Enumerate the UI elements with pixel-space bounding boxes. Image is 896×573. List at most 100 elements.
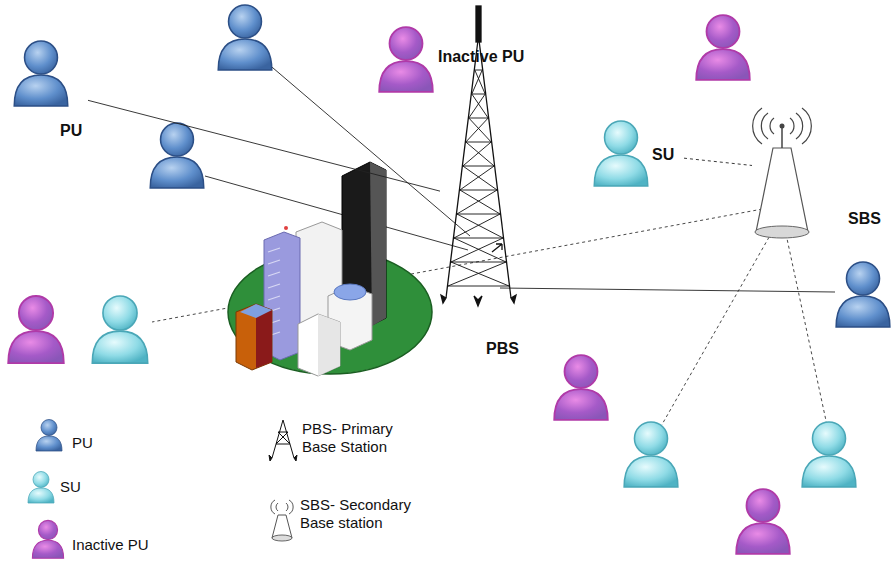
primary-link	[88, 100, 440, 191]
sbs-waves	[790, 118, 794, 134]
lattice-braces	[466, 142, 491, 143]
sbs-antenna-tip	[780, 124, 785, 129]
legend-entry: PBS- Primary Base Station	[302, 420, 420, 456]
legend-pu-icon	[36, 420, 62, 452]
lattice-braces	[454, 238, 506, 262]
secondary-link	[684, 158, 752, 165]
sbs-antenna	[781, 128, 783, 148]
leg	[446, 40, 478, 298]
lattice-braces	[454, 214, 500, 238]
legend-sbs-icon	[272, 535, 292, 541]
pu-icon	[14, 41, 68, 106]
white-cube-side	[318, 314, 340, 376]
sbs-body	[756, 148, 808, 232]
lattice-braces	[466, 118, 488, 142]
node-label: SBS	[848, 210, 881, 228]
lattice-braces	[457, 190, 497, 214]
lattice-braces	[448, 262, 506, 286]
lattice-braces	[460, 166, 494, 190]
node-label: PU	[60, 122, 82, 140]
pu-icon	[836, 262, 890, 327]
lattice-braces	[472, 94, 488, 118]
legend-entry: SBS- Secondary Base station	[300, 496, 428, 532]
tower-windows	[268, 272, 280, 276]
legend-sbs-icon	[276, 503, 278, 511]
inactive-pu-icon	[8, 296, 63, 363]
legend-pbs-icon	[278, 432, 290, 444]
inactive-pu-icon	[379, 27, 433, 92]
lattice-braces	[475, 70, 485, 94]
orange-block	[236, 304, 272, 370]
sbs-waves	[802, 108, 811, 144]
node-label: PBS	[486, 340, 519, 358]
primary-user: PU	[8, 36, 88, 144]
white-cube	[298, 314, 340, 376]
lattice-braces	[454, 238, 503, 239]
lattice-braces	[451, 238, 503, 262]
legend-text: PU	[72, 434, 132, 452]
secondary-link	[786, 234, 828, 430]
primary-base-station: PBS	[440, 38, 532, 368]
legend-sbs-icon	[289, 500, 293, 514]
lattice-braces	[475, 70, 482, 71]
pu-icon	[218, 5, 272, 70]
sbs-waves	[770, 118, 774, 134]
base-arrows	[441, 295, 516, 306]
primary-link	[500, 288, 835, 292]
lattice-braces	[460, 190, 500, 214]
legend-text: SU	[60, 478, 120, 496]
lattice-braces	[457, 214, 500, 215]
legend-text: Inactive PU	[72, 536, 192, 554]
orange-block-roof	[240, 304, 272, 318]
legend-text: SBS- Secondary Base station	[300, 496, 428, 532]
legend-pbs-icon	[278, 432, 288, 433]
secondary-link	[660, 232, 772, 428]
mast	[476, 6, 481, 42]
legend-sbs-icon	[271, 500, 293, 514]
secondary-links	[152, 208, 828, 430]
lattice-braces	[463, 166, 497, 190]
legend-pbs-icon	[276, 432, 288, 444]
secondary-user: SU	[588, 116, 684, 190]
lattice-braces	[448, 70, 509, 286]
node-label: SU	[652, 146, 674, 164]
city-buildings	[228, 162, 432, 376]
lattice-braces	[451, 262, 506, 263]
node-label: Inactive PU	[438, 48, 524, 66]
lattice-braces	[457, 214, 503, 238]
tower-windows	[268, 260, 280, 264]
su-icon	[92, 296, 147, 363]
tower-windows	[268, 284, 280, 288]
sbs-base	[755, 226, 809, 238]
lattice-braces	[466, 142, 494, 166]
legend-entry: PU	[72, 434, 132, 452]
legend-samples	[28, 420, 297, 559]
pu-icon	[150, 123, 204, 188]
users	[8, 5, 890, 554]
lattice-braces	[460, 190, 497, 191]
sbs-waves	[761, 113, 768, 139]
lattice-braces	[463, 142, 491, 166]
sbs-waves	[753, 108, 762, 144]
legend-sbs-icon	[271, 500, 275, 514]
su-icon	[624, 422, 678, 487]
legend-entry: Inactive PU	[72, 536, 192, 554]
leg	[479, 40, 511, 298]
lattice-braces	[472, 70, 482, 94]
su-icon	[594, 121, 648, 186]
sbs-tower	[753, 108, 812, 238]
inactive-primary-user: Inactive PU	[372, 22, 550, 96]
antenna-arrow	[492, 244, 502, 252]
dome	[334, 284, 366, 300]
lattice-braces	[469, 94, 485, 118]
tower-windows	[268, 296, 280, 300]
lattice-braces	[448, 286, 509, 287]
legend-sbs-icon	[271, 500, 293, 541]
legend-su-icon	[28, 472, 54, 504]
legend-pbs-icon	[276, 444, 290, 445]
inactive-pu-icon	[736, 489, 790, 554]
tower-windows	[268, 248, 280, 252]
legend-text: PBS- Primary Base Station	[302, 420, 420, 456]
